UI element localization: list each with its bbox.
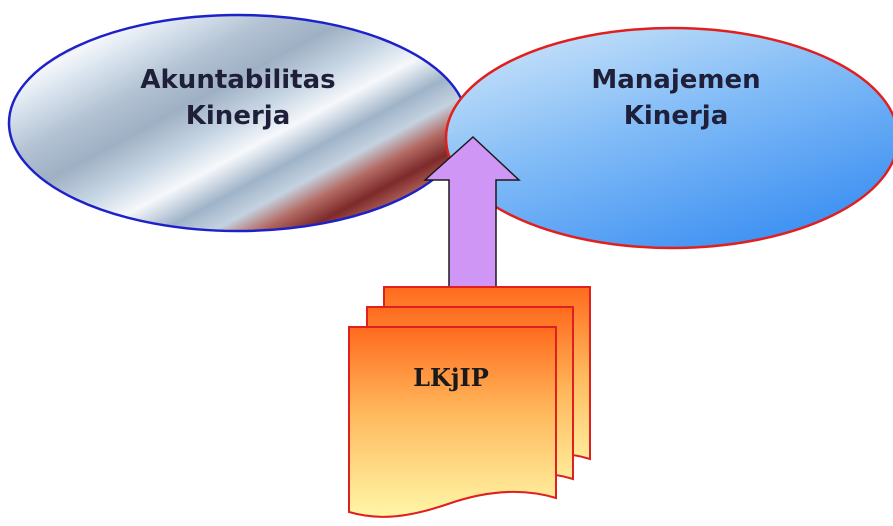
manajemen-label-line1: Manajemen <box>591 65 760 95</box>
akuntabilitas-kinerja-ellipse: Akuntabilitas Kinerja <box>7 13 469 233</box>
akuntabilitas-label-line2: Kinerja <box>186 101 290 131</box>
manajemen-label-line2: Kinerja <box>624 101 728 131</box>
lkjip-document-stack: LKjIP <box>348 286 591 518</box>
document-sheet-front <box>348 326 557 518</box>
manajemen-kinerja-ellipse: Manajemen Kinerja <box>444 26 893 250</box>
akuntabilitas-label-line1: Akuntabilitas <box>140 65 335 95</box>
lkjip-label: LKjIP <box>413 363 489 392</box>
